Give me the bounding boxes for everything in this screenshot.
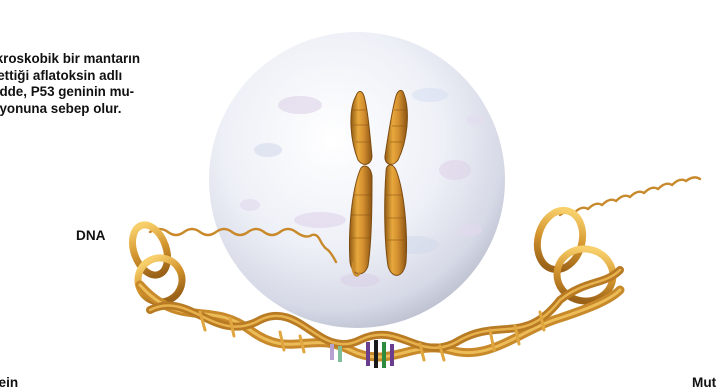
caption-text: ikroskobik bir mantarın rettiği aflatoks… (0, 51, 232, 117)
protein-label: tein (0, 375, 18, 389)
caption-line-3: adde, P53 geninin mu- (0, 84, 232, 101)
caption-line-1: ikroskobik bir mantarın (0, 51, 232, 68)
dna-label: DNA (76, 228, 105, 244)
mutation-label: Mut (692, 375, 716, 389)
caption-line-4: syonuna sebep olur. (0, 101, 232, 118)
caption-line-2: rettiği aflatoksin adlı (0, 68, 232, 85)
dna-strand-right (560, 177, 700, 215)
